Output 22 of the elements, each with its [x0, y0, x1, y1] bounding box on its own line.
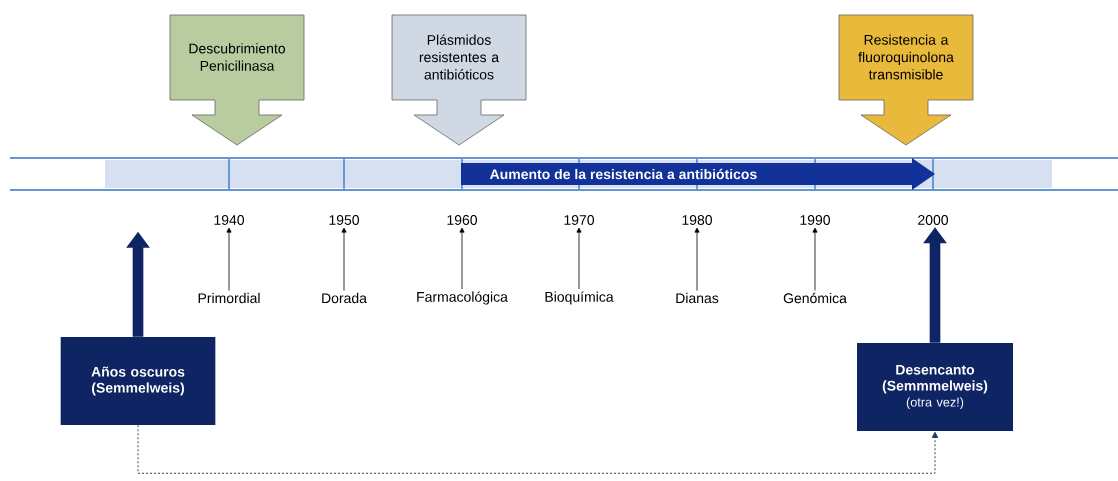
year-label: 1940 [214, 215, 244, 225]
year-label: 1980 [682, 215, 712, 225]
year-label: 1990 [800, 215, 830, 225]
arrow [459, 227, 465, 290]
year-label: 1970 [564, 215, 594, 225]
arrow [812, 227, 818, 291]
era-box: Desencanto (Semmmelweis) (otra vez!) [857, 343, 1013, 431]
arrow [341, 227, 347, 291]
year-label: 2000 [918, 215, 948, 225]
arrow [694, 227, 700, 291]
arrow [226, 227, 232, 291]
arrow [137, 424, 939, 474]
era-label: Dianas [676, 292, 719, 304]
era-label: Primordial [198, 292, 260, 304]
era-label: Bioquímica [545, 291, 614, 305]
year-label: 1960 [447, 215, 477, 225]
era-label: Dorada [322, 292, 367, 304]
arrow [576, 227, 582, 290]
era-label: Farmacológica [417, 291, 508, 305]
era-box: Años oscuros (Semmelweis) [60, 337, 216, 425]
year-label: 1950 [329, 215, 359, 225]
era-label: Genómica [783, 292, 847, 304]
